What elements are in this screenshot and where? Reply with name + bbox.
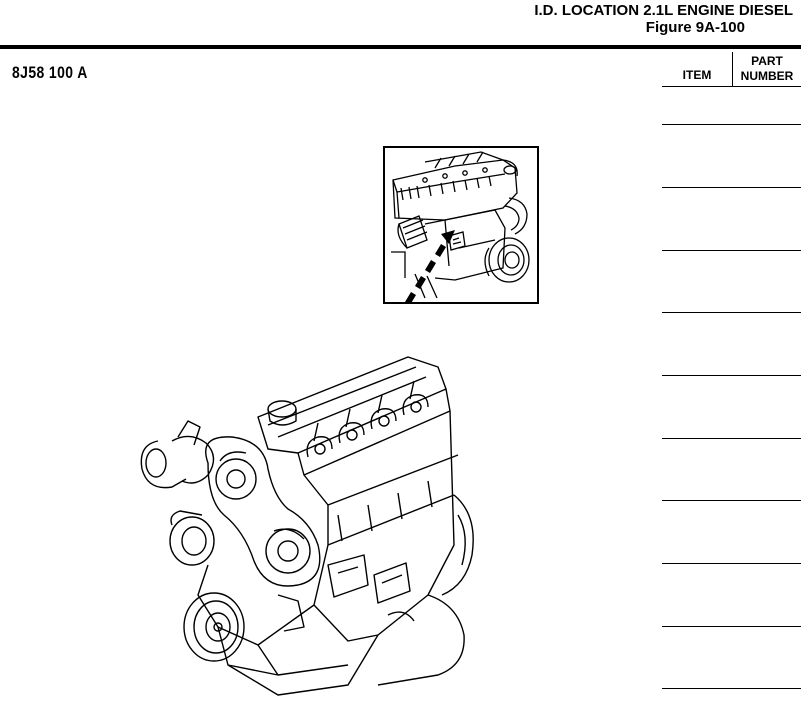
part-number-column-header: PART NUMBER bbox=[740, 54, 794, 83]
table-row bbox=[662, 688, 801, 689]
table-row bbox=[662, 312, 801, 313]
table-row bbox=[662, 563, 801, 564]
parts-table-header: ITEM PART NUMBER bbox=[662, 52, 801, 86]
column-divider bbox=[732, 52, 733, 86]
table-header-rule bbox=[662, 86, 801, 87]
engine-assembly-drawing bbox=[140, 356, 474, 696]
title-text: I.D. LOCATION 2.1L ENGINE DIESEL bbox=[534, 2, 793, 19]
id-location-inset bbox=[383, 146, 539, 304]
header-rule bbox=[0, 45, 801, 49]
table-row bbox=[662, 124, 801, 125]
table-row bbox=[662, 187, 801, 188]
table-row bbox=[662, 500, 801, 501]
item-column-header: ITEM bbox=[682, 68, 712, 82]
table-row bbox=[662, 626, 801, 627]
table-row bbox=[662, 250, 801, 251]
table-row bbox=[662, 438, 801, 439]
figure-number: Figure 9A-100 bbox=[645, 19, 745, 36]
inset-engine-detail bbox=[391, 151, 530, 302]
page-title: I.D. LOCATION 2.1L ENGINE DIESEL Figure … bbox=[534, 2, 793, 36]
table-row bbox=[662, 375, 801, 376]
figure-code: 8J58 100 A bbox=[12, 63, 88, 82]
